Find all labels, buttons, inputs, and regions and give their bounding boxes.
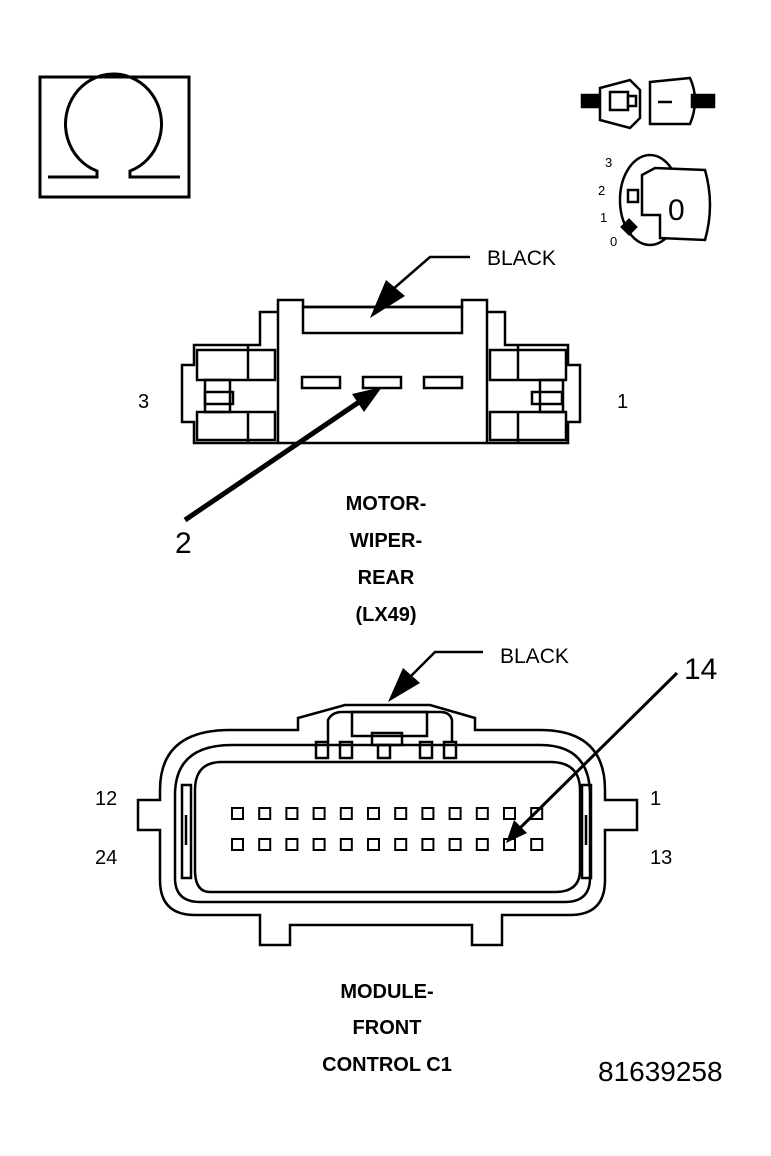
- c1-cavity: [394, 838, 408, 851]
- c1-cavity: [258, 838, 272, 851]
- ignition-position-2: 2: [598, 183, 605, 198]
- bottom-pin-bottom-right: 13: [650, 847, 672, 869]
- bottom-color-leader: [388, 650, 483, 702]
- ignition-key-icon: [618, 153, 712, 247]
- c1-cavity: [475, 838, 489, 851]
- top-pin-left: 3: [138, 391, 149, 413]
- bottom-connector-color: BLACK: [500, 645, 569, 668]
- ignition-position-3: 3: [605, 155, 612, 170]
- c1-cavity: [475, 807, 489, 820]
- bottom-pin-callout-arrow: [506, 671, 679, 843]
- top-cavity-2: [361, 375, 403, 390]
- c1-cavity-grid: [231, 807, 544, 851]
- c1-cavity: [367, 807, 380, 820]
- c1-cavity: [285, 807, 299, 820]
- ignition-position-0: 0: [610, 234, 617, 249]
- front-control-connector: [136, 703, 639, 947]
- ignition-position-1: 1: [600, 210, 607, 225]
- top-color-leader: [370, 255, 470, 318]
- bottom-pin-top-left: 12: [95, 788, 117, 810]
- top-connector-name: MOTOR- WIPER- REAR (LX49): [346, 493, 427, 626]
- figure-id: 81639258: [598, 1056, 723, 1087]
- top-cavity-1: [422, 375, 464, 390]
- c1-cavity: [503, 807, 516, 820]
- unplugged-connector-icon: [580, 76, 716, 130]
- bottom-pin-bottom-left: 24: [95, 847, 117, 869]
- bottom-callout-pin: 14: [684, 653, 717, 686]
- bottom-pin-top-right: 1: [650, 788, 661, 810]
- c1-cavity: [394, 807, 408, 820]
- c1-cavity: [448, 838, 462, 851]
- c1-cavity: [312, 838, 326, 851]
- c1-cavity: [367, 838, 380, 851]
- top-connector-color: BLACK: [487, 247, 556, 270]
- top-name-line-1: MOTOR-: [346, 493, 427, 515]
- top-name-line-3: REAR: [358, 567, 415, 589]
- top-pin-callout-arrow: [183, 387, 382, 523]
- c1-cavity: [421, 807, 435, 820]
- top-name-line-2: WIPER-: [350, 530, 422, 552]
- top-cavity-3: [300, 375, 342, 390]
- c1-cavity: [530, 838, 544, 851]
- c1-cavity: [258, 807, 272, 820]
- bottom-name-line-3: CONTROL C1: [322, 1054, 452, 1076]
- c1-cavity: [312, 807, 326, 820]
- top-pin-right: 1: [617, 391, 628, 413]
- c1-cavity: [448, 807, 462, 820]
- c1-cavity: [231, 838, 244, 851]
- c1-cavity: [285, 838, 299, 851]
- c1-cavity: [339, 807, 353, 820]
- c1-cavity: [339, 838, 353, 851]
- c1-cavity: [421, 838, 435, 851]
- c1-cavity: [231, 807, 244, 820]
- motor-wiper-connector: [180, 298, 582, 445]
- omega-icon: [38, 72, 191, 199]
- bottom-connector-name: MODULE- FRONT CONTROL C1: [322, 981, 452, 1076]
- bottom-name-line-1: MODULE-: [340, 981, 433, 1003]
- top-name-line-4: (LX49): [355, 604, 416, 626]
- ignition-key-label: 0: [668, 194, 685, 227]
- bottom-name-line-2: FRONT: [353, 1017, 422, 1039]
- top-callout-pin: 2: [175, 527, 192, 560]
